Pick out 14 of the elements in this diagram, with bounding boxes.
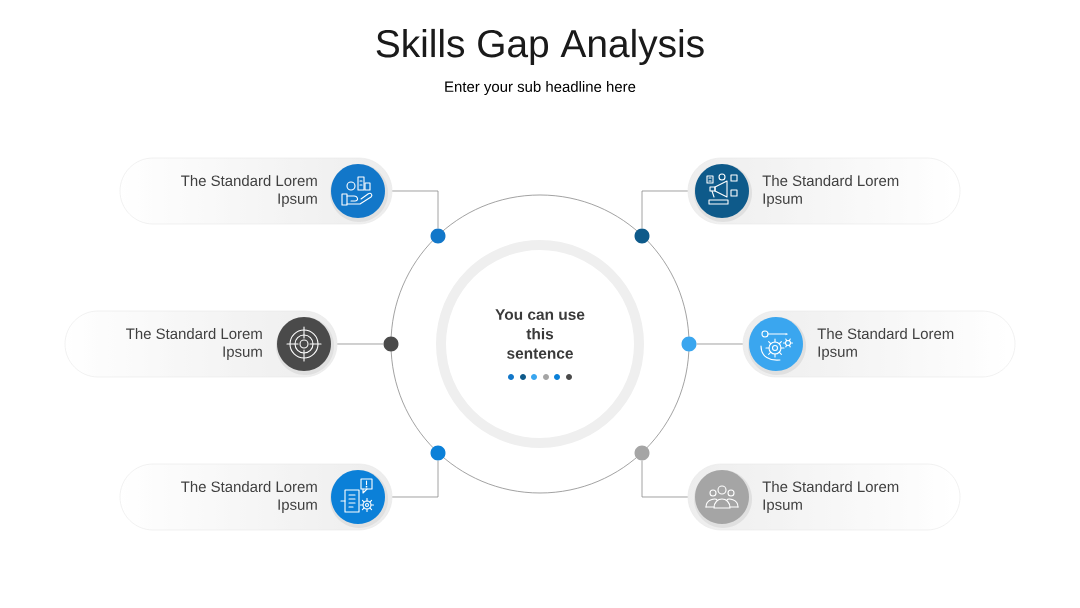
subtitle: Enter your sub headline here	[445, 81, 636, 95]
title: Skills Gap Analysis	[376, 28, 704, 66]
dot	[430, 228, 446, 244]
dot	[681, 336, 697, 352]
connector-line	[391, 460, 439, 498]
dot	[634, 228, 650, 244]
dot	[383, 336, 399, 352]
connector-line	[641, 460, 689, 498]
connector-line	[696, 343, 744, 345]
dot	[430, 445, 446, 461]
connector-line	[336, 343, 384, 345]
dot	[634, 445, 650, 461]
connector-line	[641, 190, 689, 229]
connector-line	[391, 190, 439, 229]
